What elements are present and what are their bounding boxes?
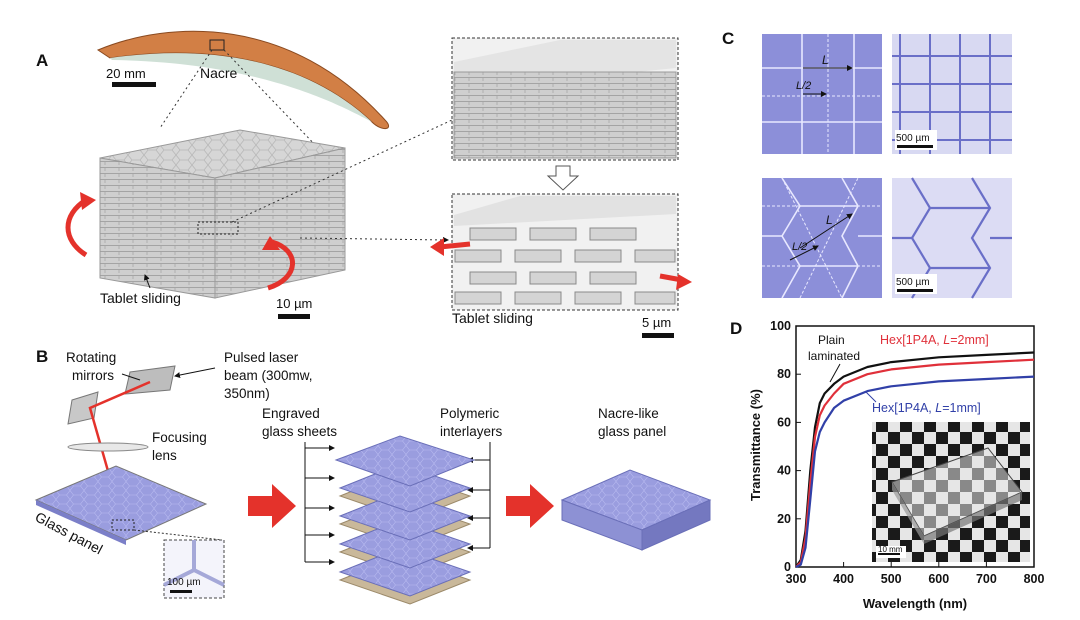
panel-a-label: A (36, 51, 48, 70)
laminate-stack (334, 435, 476, 605)
scalebar-zoom-text: 5 µm (642, 315, 671, 330)
hex-micrograph: 500 µm (892, 177, 1012, 299)
square-design: L L/2 (762, 34, 882, 154)
rotating-mirrors-line1: Rotating (66, 350, 116, 365)
process-arrow-1 (248, 484, 296, 528)
down-arrow (546, 165, 580, 191)
arrowhead (430, 238, 444, 256)
panel-d-label: D (730, 319, 742, 338)
zoom-line (231, 119, 453, 223)
glass-inset: 100 µm (163, 539, 225, 599)
focusing-lens-line1: Focusing (152, 430, 207, 445)
tablet-sliding-right: Tablet sliding (452, 310, 533, 326)
scalebar-block: 10 µm (276, 296, 312, 319)
sliding-arrow-left (439, 241, 471, 250)
scalebar-zoom: 5 µm (642, 315, 674, 338)
legend-hex1-pointer (865, 391, 877, 403)
y-tick-label: 80 (777, 367, 791, 381)
legend-plain-line1: Plain (818, 333, 845, 347)
scalebar-bottom-text: 500 µm (896, 277, 930, 288)
polymeric-line1: Polymeric (440, 406, 500, 421)
laser-pointer (174, 367, 216, 378)
mirror-pointer (121, 373, 141, 381)
arrowhead (676, 274, 692, 290)
arrowhead (262, 236, 280, 250)
legend-plain-line2: laminated (808, 349, 860, 363)
focusing-lens-line2: lens (152, 448, 177, 463)
polymeric-line2: interlayers (440, 424, 503, 439)
y-tick-label: 0 (784, 560, 791, 574)
arrowhead (80, 192, 96, 210)
panel-b-label: B (36, 347, 48, 366)
y-axis-label: Transmittance (%) (748, 389, 763, 501)
series-group (795, 351, 1035, 568)
x-tick-label: 800 (1024, 572, 1045, 586)
tablet-sliding-left: Tablet sliding (100, 290, 181, 306)
zoom-top (451, 37, 679, 161)
panel-c: C L L/2 500 µm (722, 29, 1012, 299)
panel-d: D Transmittance (%) Wavelength (nm) 300 4… (730, 319, 1044, 611)
legend-hex2: Hex[1P4A, L=2mm] (880, 333, 989, 347)
pulsed-laser-line3: 350nm) (224, 386, 270, 401)
focusing-lens (67, 442, 149, 452)
inset-scalebar-text: 100 µm (167, 577, 201, 588)
x-tick-label: 500 (881, 572, 902, 586)
legend-hex1: Hex[1P4A, L=1mm] (872, 401, 981, 415)
panel-b: B Rotating mirrors Pulsed laser beam (30… (33, 347, 712, 605)
x-tick-label: 400 (833, 572, 854, 586)
nacre-block (99, 129, 346, 299)
x-tick-label: 600 (928, 572, 949, 586)
y-tick-label: 100 (770, 319, 791, 333)
zoom-line (159, 49, 213, 129)
inset-scalebar-text: 10 mm (878, 545, 903, 554)
pulsed-laser-line1: Pulsed laser (224, 350, 299, 365)
rotation-arrow-right (267, 239, 295, 291)
inset-photo: 10 mm (872, 422, 1030, 562)
nacre-shell (96, 30, 390, 129)
x-axis-label: Wavelength (nm) (863, 596, 967, 611)
hex-L2-label: L/2 (792, 241, 807, 253)
x-tick-label: 300 (786, 572, 807, 586)
nacre-like-line2: glass panel (598, 424, 666, 439)
y-tick-label: 60 (777, 415, 791, 429)
tablet-sliding-pointer (143, 274, 151, 289)
nacre-like-glass-panel (560, 469, 712, 551)
rotating-mirrors-line2: mirrors (72, 368, 114, 383)
square-L2-label: L/2 (796, 80, 811, 92)
scalebar-shell: 20 mm (106, 66, 156, 87)
zoom-bottom (451, 193, 679, 311)
series-line-3 (795, 375, 1035, 568)
engraved-bracket (304, 442, 335, 565)
process-arrow-2 (506, 484, 554, 528)
zoom-line (133, 529, 223, 541)
panel-c-label: C (722, 29, 734, 48)
axis-ticks: 300 400 500 600 700 800 0 20 40 60 80 100 (770, 319, 1044, 586)
y-tick-label: 20 (777, 512, 791, 526)
polymeric-bracket (467, 442, 491, 551)
pulsed-laser-line2: beam (300mw, (224, 368, 313, 383)
y-tick-label: 40 (777, 464, 791, 478)
engraved-line1: Engraved (262, 406, 320, 421)
square-micrograph: 500 µm (892, 34, 1012, 154)
panel-a: A Nacre 20 mm Tablet sliding 10 (36, 30, 692, 338)
hex-design: L L/2 (762, 177, 882, 299)
engraved-line2: glass sheets (262, 424, 337, 439)
legend-plain-pointer (829, 363, 841, 383)
scalebar-block-text: 10 µm (276, 296, 312, 311)
square-L-label: L (822, 53, 829, 67)
hex-L-label: L (826, 213, 833, 227)
nacre-label: Nacre (200, 65, 238, 81)
zoom-line (223, 49, 321, 151)
plot-area: 300 400 500 600 700 800 0 20 40 60 80 100 10 mm Pla… (770, 319, 1044, 586)
scalebar-shell-text: 20 mm (106, 66, 146, 81)
plot-frame (795, 325, 1035, 568)
glass-panel-edge (36, 500, 126, 545)
nacre-like-line1: Nacre-like (598, 406, 659, 421)
scalebar-top-text: 500 µm (896, 133, 930, 144)
x-tick-label: 700 (976, 572, 997, 586)
rotation-arrow-left (65, 197, 88, 258)
